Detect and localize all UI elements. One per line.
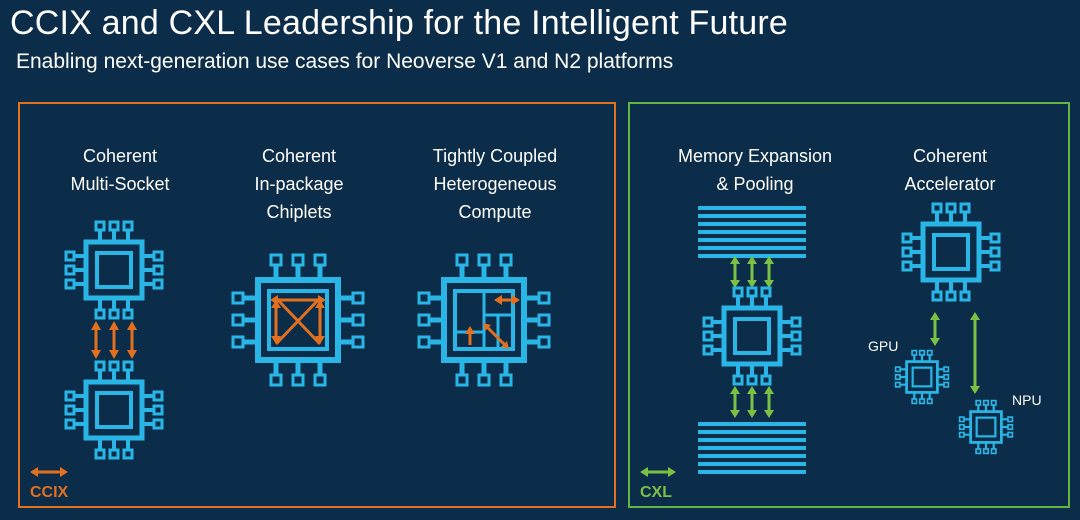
npu-chip-icon [958, 399, 1014, 455]
bidirectional-arrow-icon [730, 386, 774, 418]
gpu-label: GPU [868, 338, 899, 354]
chiplet-arrows-icon [270, 295, 326, 346]
chip-icon [66, 362, 162, 458]
npu-label: NPU [1012, 392, 1042, 408]
memory-stack-icon [698, 206, 806, 258]
heterogeneous-compute-label: Tightly Coupled Heterogeneous Compute [432, 146, 558, 222]
ccix-legend-label: CCIX [30, 484, 69, 501]
coherent-accelerator-label: Coherent Accelerator [904, 146, 996, 194]
cxl-legend-label: CXL [640, 484, 672, 501]
bidirectional-arrow-icon [91, 321, 137, 359]
gpu-chip-icon [894, 349, 950, 405]
cxl-panel [628, 102, 1070, 508]
cxl-legend-arrow-icon [640, 467, 676, 477]
chip-icon [903, 204, 999, 300]
multi-socket-label: Coherent Multi-Socket [70, 146, 170, 194]
page-subtitle: Enabling next-generation use cases for N… [16, 50, 674, 73]
bidirectional-arrow-icon [730, 256, 774, 288]
bidirectional-arrow-icon [930, 312, 980, 394]
page-title: CCIX and CXL Leadership for the Intellig… [10, 4, 788, 42]
ccix-panel [18, 102, 616, 508]
memory-stack-icon [698, 422, 806, 474]
chip-icon [66, 222, 162, 318]
memory-expansion-label: Memory Expansion & Pooling [677, 146, 833, 194]
heterogeneous-arrows-icon [465, 295, 520, 349]
chip-icon [704, 288, 800, 384]
ccix-legend-arrow-icon [30, 467, 68, 477]
chiplets-label: Coherent In-package Chiplets [254, 146, 344, 222]
